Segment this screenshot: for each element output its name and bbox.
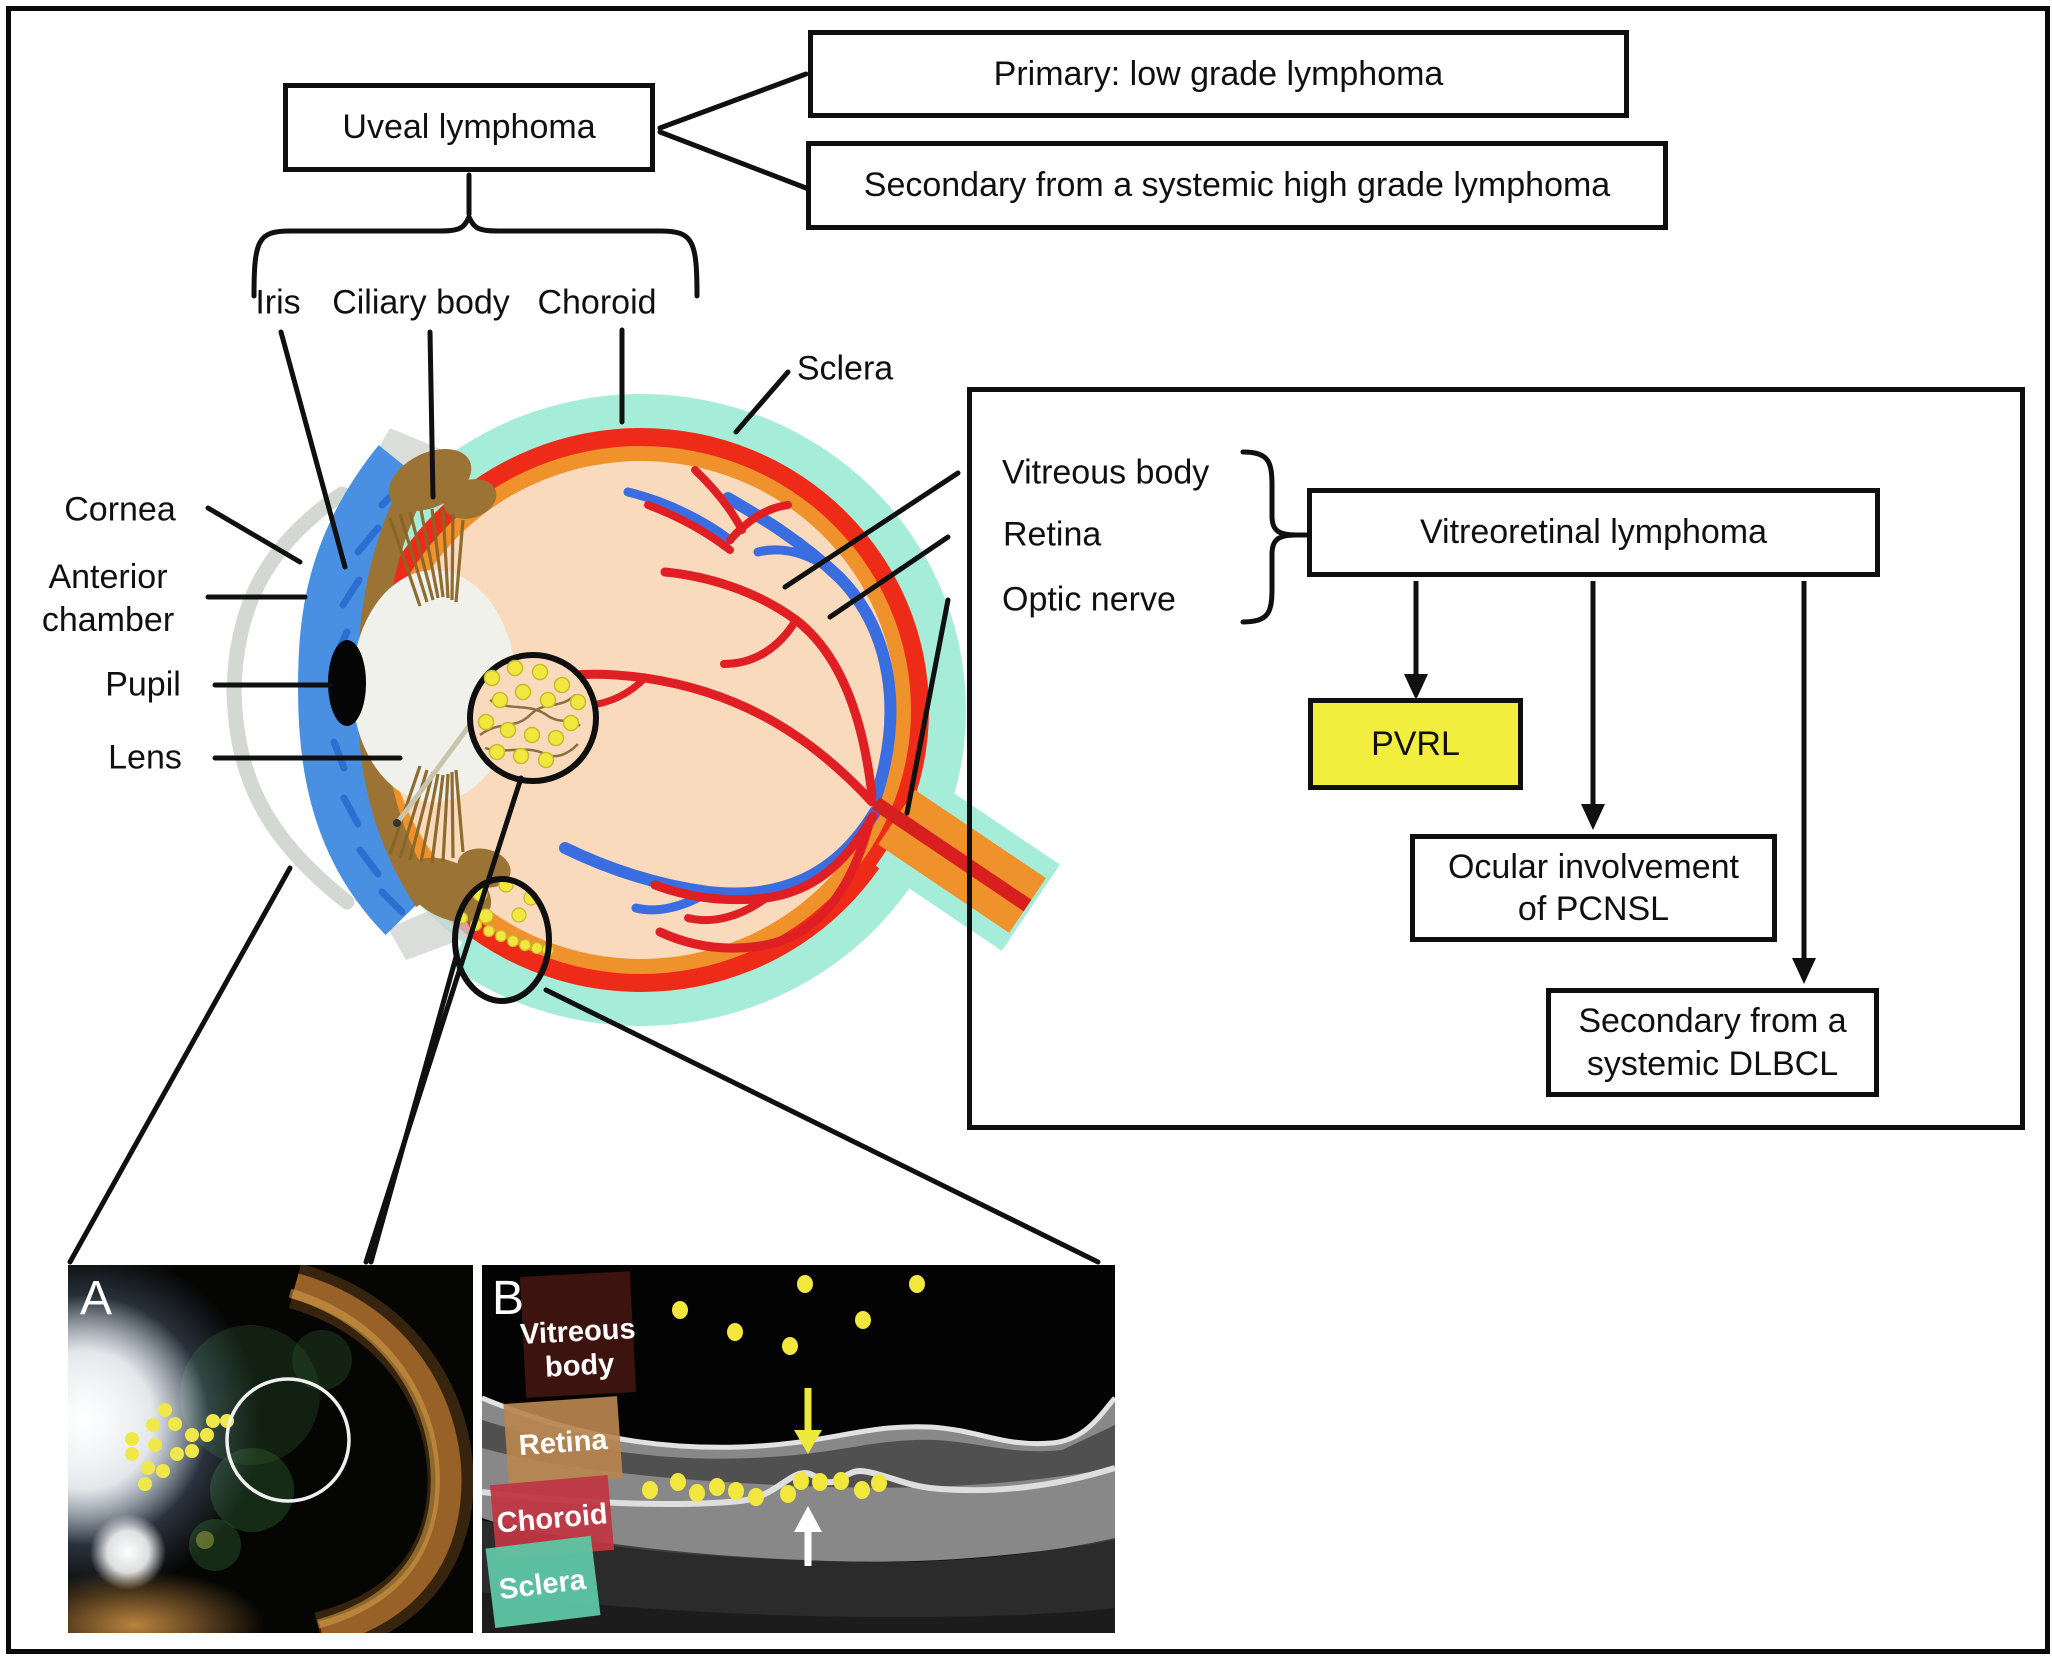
label-retina: Retina	[1003, 515, 1102, 554]
dlbcl-label-line1: Secondary from a	[1578, 1002, 1847, 1040]
pcnsl-box: Ocular involvement of PCNSL	[1410, 834, 1777, 942]
braces	[251, 172, 1311, 625]
cornea-leader	[205, 505, 303, 565]
panel-b-photo: Vitreous body Retina Choroid Sclera	[482, 1265, 1115, 1633]
flow-arrows	[1404, 581, 1816, 984]
label-optic-nerve: Optic nerve	[1002, 580, 1176, 619]
panel-b-leader-2	[368, 954, 459, 1265]
label-vitreous-body: Vitreous body	[1002, 453, 1210, 492]
panel-a-leader	[67, 865, 293, 1265]
lens-zonule-dot	[393, 819, 401, 827]
layer-chip-vitreous: Vitreous body	[519, 1271, 636, 1398]
layer-chip-sclera: Sclera	[485, 1535, 601, 1629]
label-iris: Iris	[255, 283, 301, 322]
dlbcl-box: Secondary from a systemic DLBCL	[1546, 988, 1879, 1097]
vitreoretinal-lymphoma-box: Vitreoretinal lymphoma	[1307, 488, 1880, 577]
oct-dark-layer	[482, 1420, 1115, 1488]
pupil-shape	[328, 640, 366, 726]
pvrl-label: PVRL	[1371, 724, 1460, 763]
eye-diagram	[216, 394, 1060, 1026]
lower-warm-glow	[68, 1570, 265, 1633]
vitreoretinal-lymphoma-label: Vitreoretinal lymphoma	[1419, 513, 1768, 552]
ciliary-leader	[427, 329, 436, 500]
primary-lymphoma-label: Primary: low grade lymphoma	[993, 54, 1444, 93]
panel-b-letter: B	[492, 1272, 524, 1325]
panel-a-photo: A	[68, 1265, 473, 1633]
panel-b-subrpe-cells	[642, 1472, 887, 1506]
leader-lines	[67, 71, 1101, 1265]
svg-text:Retina: Retina	[518, 1424, 610, 1462]
panel-b-white-arrow	[794, 1506, 822, 1566]
panel-a-letter: A	[80, 1272, 112, 1325]
uveal-lymphoma-label: Uveal lymphoma	[342, 108, 596, 147]
label-choroid: Choroid	[537, 283, 657, 322]
zonule-fibers	[388, 508, 465, 864]
retina-leader	[827, 534, 951, 620]
uveal-lymphoma-box: Uveal lymphoma	[283, 83, 655, 172]
uveal-parts-brace	[251, 210, 700, 299]
layer-chip-retina: Retina	[503, 1396, 623, 1486]
vitreous-lymphoma-cells	[477, 659, 587, 769]
panel-b-yellow-arrow	[794, 1388, 822, 1454]
panel-a-lymphoma-dots	[125, 1403, 234, 1549]
label-sclera: Sclera	[796, 349, 894, 388]
iris-striations	[330, 479, 408, 916]
primary-lymphoma-box: Primary: low grade lymphoma	[808, 30, 1629, 118]
pcnsl-label-line1: Ocular involvement	[1447, 847, 1739, 886]
panel-a-focus-circle	[225, 1377, 351, 1503]
label-ciliary-body: Ciliary body	[332, 283, 510, 322]
label-cornea: Cornea	[64, 490, 176, 529]
label-pupil: Pupil	[105, 665, 181, 704]
panel-b-vitreous-cells	[672, 1275, 925, 1355]
pcnsl-label-line2: of PCNSL	[1517, 890, 1670, 928]
vitreoretinal-container-box	[967, 387, 2025, 1130]
dlbcl-label-line2: systemic DLBCL	[1586, 1044, 1839, 1083]
iris-leader	[278, 329, 348, 570]
secondary-lymphoma-label: Secondary from a systemic high grade lym…	[863, 166, 1611, 205]
vitreous-interior	[386, 461, 896, 959]
panel-b-leader-3	[543, 987, 1101, 1265]
lens-zonule-pointer	[395, 720, 475, 824]
vitreous-body-leader	[782, 470, 961, 590]
pvrl-box: PVRL	[1308, 698, 1523, 790]
uveal-primary-connector	[657, 71, 809, 131]
label-lens: Lens	[108, 738, 182, 777]
label-anterior-chamber: Anterior chamber	[41, 558, 175, 639]
oct-choroid-shadow	[482, 1520, 1115, 1622]
sclera-leader	[733, 369, 791, 435]
svg-text:body: body	[544, 1348, 615, 1384]
secondary-lymphoma-box: Secondary from a systemic high grade lym…	[806, 141, 1668, 230]
subretinal-lymphoma-circle	[452, 876, 552, 1004]
optic-nerve-leader	[904, 597, 951, 816]
svg-text:Vitreous: Vitreous	[519, 1313, 636, 1351]
uveal-secondary-connector	[657, 129, 809, 191]
ciliary-body-top	[388, 449, 497, 519]
